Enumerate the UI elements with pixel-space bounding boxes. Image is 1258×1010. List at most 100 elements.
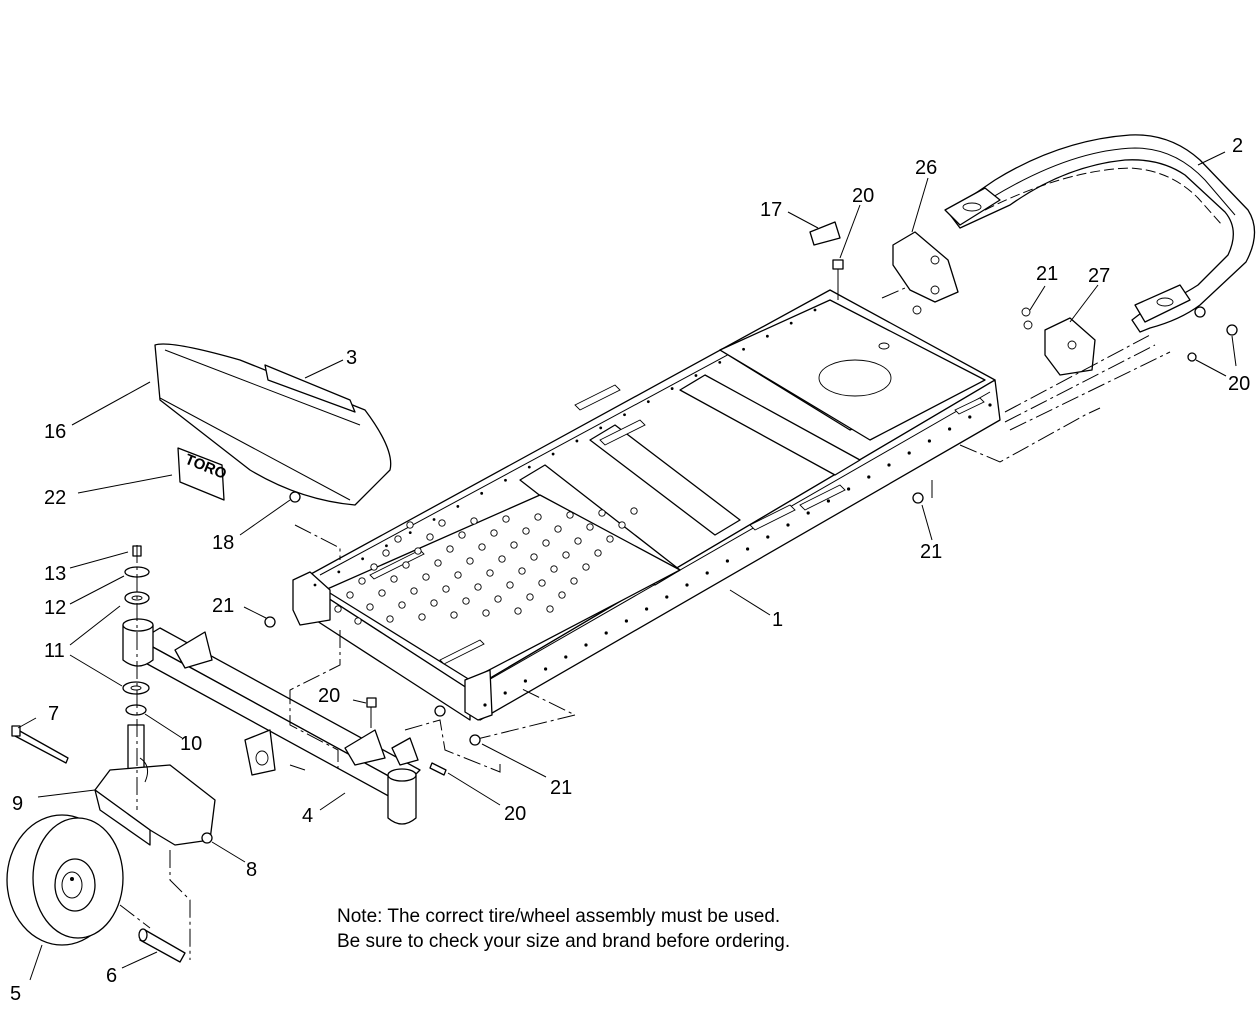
plate-hole — [566, 511, 574, 519]
front-axle — [122, 618, 421, 825]
rail-hole — [968, 415, 972, 419]
plate-hole — [390, 575, 398, 583]
plate-hole — [458, 531, 466, 539]
plate-hole — [446, 545, 454, 553]
plate-hole — [398, 601, 406, 609]
rail-hole — [599, 426, 603, 430]
note-line-2: Be sure to check your size and brand bef… — [337, 931, 790, 952]
rail-hole — [337, 570, 341, 574]
bracket-27 — [1021, 307, 1096, 376]
plate-hole — [534, 513, 542, 521]
plate-hole — [418, 613, 426, 621]
spacer — [138, 928, 186, 963]
rail-hole — [806, 511, 810, 515]
callout-12: 12 — [44, 597, 66, 619]
callout-5: 5 — [10, 983, 21, 1005]
nut-8 — [201, 832, 213, 844]
caster-fork — [94, 757, 216, 846]
leader-lines — [17, 151, 1237, 981]
plate-hole — [438, 519, 446, 527]
plate-hole — [574, 537, 582, 545]
plate-hole — [606, 535, 614, 543]
plate-hole — [518, 567, 526, 575]
callout-3: 3 — [346, 347, 357, 369]
plate-hole — [522, 527, 530, 535]
rail-hole — [670, 387, 674, 390]
rail-hole — [948, 427, 952, 431]
plate-hole — [434, 559, 442, 567]
toro-logo-decal: TORO — [177, 447, 229, 501]
plate-hole — [382, 549, 390, 557]
plate-hole — [410, 587, 418, 595]
plate-hole — [470, 517, 478, 525]
plate-hole — [630, 507, 638, 515]
rail-hole — [504, 478, 507, 482]
plate-hole — [354, 617, 362, 625]
note-line-1: Note: The correct tire/wheel assembly mu… — [337, 906, 780, 927]
plate-hole — [378, 589, 386, 597]
plate-hole — [402, 561, 410, 569]
rail-hole — [584, 643, 588, 647]
rail-hole — [766, 535, 770, 539]
rail-hole — [456, 505, 460, 508]
plate-hole — [478, 543, 486, 551]
plate-hole — [482, 609, 490, 617]
callout-21-front: 21 — [212, 595, 234, 617]
callout-27: 27 — [1088, 265, 1110, 287]
rail-hole — [887, 463, 891, 467]
caster-wheel — [6, 814, 124, 946]
decal — [264, 364, 356, 413]
plate-hole — [562, 551, 570, 559]
plate-hole — [474, 583, 482, 591]
plate-hole — [554, 525, 562, 533]
plate-hole — [498, 555, 506, 563]
plate-hole — [570, 577, 578, 585]
front-shroud — [154, 343, 392, 506]
rail-hole — [551, 452, 555, 456]
callout-16: 16 — [44, 421, 66, 443]
rail-hole — [789, 321, 793, 325]
plate-hole — [510, 541, 518, 549]
plate-hole — [366, 603, 374, 611]
plate-hole — [598, 509, 606, 517]
frame-hardware-holes — [313, 308, 992, 707]
callout-11: 11 — [44, 640, 65, 662]
plate-hole — [526, 593, 534, 601]
rail-hole — [927, 439, 932, 443]
rail-hole — [564, 655, 568, 659]
rail-hole — [746, 547, 750, 551]
callout-20-rear: 20 — [1228, 373, 1250, 395]
rail-hole — [527, 465, 531, 469]
axle-bolt — [11, 725, 69, 764]
callout-1: 1 — [772, 609, 783, 631]
plate-hole — [490, 529, 498, 537]
callout-13: 13 — [44, 563, 66, 585]
rail-hole — [694, 374, 698, 377]
hardware — [264, 221, 1238, 776]
rail-hole — [503, 691, 507, 695]
callout-17: 17 — [760, 199, 782, 221]
callout-20-lower: 20 — [504, 803, 526, 825]
plate-hole — [422, 573, 430, 581]
rail-hole — [742, 347, 745, 351]
plate-hole — [406, 521, 414, 529]
callout-4: 4 — [302, 805, 313, 827]
rail-hole — [705, 571, 709, 575]
callout-labels: 2 3 16 22 18 13 12 11 21 7 10 9 8 4 5 6 … — [10, 135, 1250, 1005]
rail-hole — [867, 475, 871, 479]
plate-hole — [546, 605, 554, 613]
plate-hole — [370, 563, 378, 571]
callout-8: 8 — [246, 859, 257, 881]
plate-hole — [454, 571, 462, 579]
plate-hole — [358, 577, 366, 585]
plate-hole — [442, 585, 450, 593]
rail-hole — [544, 667, 548, 671]
plate-hole — [466, 557, 474, 565]
rail-hole — [685, 583, 689, 587]
rear-handle-bar — [944, 134, 1256, 333]
plate-hole — [430, 599, 438, 607]
rail-hole — [313, 583, 317, 587]
callout-26: 26 — [915, 157, 937, 179]
plate-hole — [558, 591, 566, 599]
rail-hole — [786, 523, 790, 527]
